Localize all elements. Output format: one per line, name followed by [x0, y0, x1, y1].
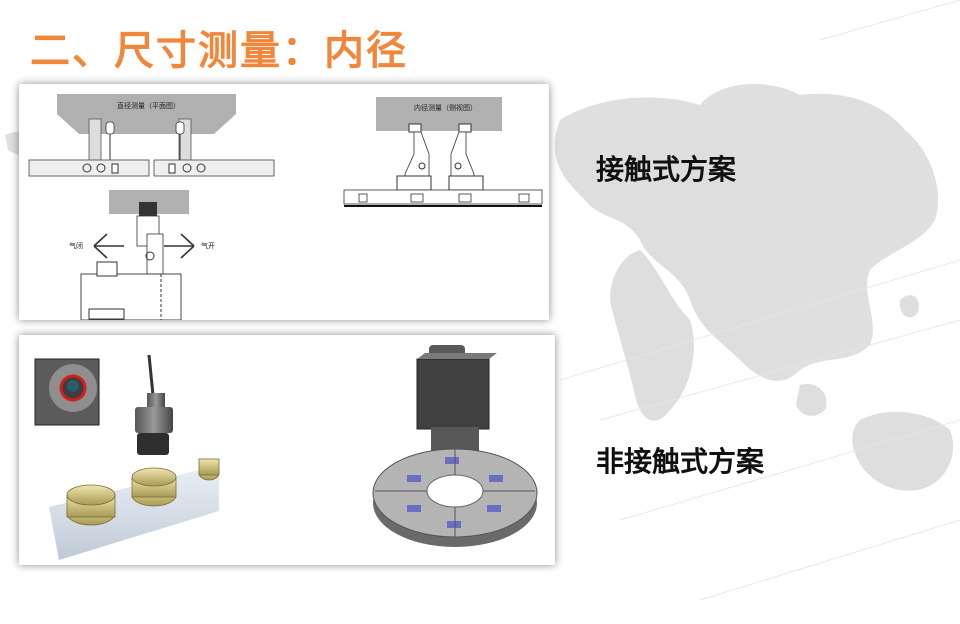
- contact-diagram-panel: 直径测量（平面图）: [19, 84, 549, 320]
- air-open-label: 气开: [201, 241, 215, 250]
- non-contact-illustration: [34, 345, 538, 560]
- conveyor-track: [49, 458, 220, 560]
- right-caption: 内径测量（侧视图）: [414, 103, 477, 112]
- inset-closeup: [34, 358, 100, 426]
- lower-fixture: 气闭 气开: [69, 190, 215, 320]
- non-contact-panel: [19, 335, 555, 565]
- left-caption: 直径测量（平面图）: [117, 101, 180, 110]
- right-fixture: 内径测量（侧视图）: [343, 97, 543, 207]
- left-fixture: 直径测量（平面图）: [28, 94, 275, 177]
- contact-solution-label: 接触式方案: [596, 153, 737, 186]
- rotary-fixture: [372, 345, 538, 547]
- non-contact-solution-label: 非接触式方案: [596, 445, 765, 478]
- air-close-label: 气闭: [69, 241, 83, 250]
- contact-measurement-diagram: 直径测量（平面图）: [28, 94, 543, 320]
- camera: [135, 354, 173, 455]
- page-title: 二、尺寸测量：内径: [30, 28, 408, 74]
